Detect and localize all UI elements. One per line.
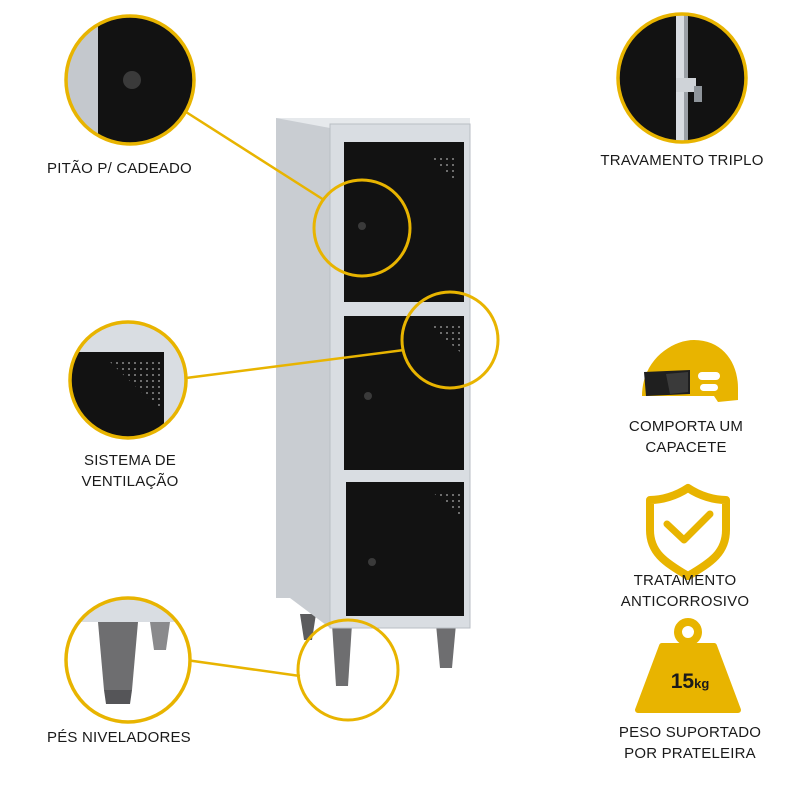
- vent-dots-bottom: [430, 490, 460, 516]
- callout-circle-padlock: [312, 178, 412, 278]
- label-padlock: PITÃO P/ CADEADO: [47, 158, 192, 179]
- label-weight: PESO SUPORTADO POR PRATELEIRA: [590, 722, 790, 764]
- label-weight-line1: PESO SUPORTADO: [618, 724, 762, 741]
- zoom-triple-lock: [616, 12, 748, 144]
- label-helmet: COMPORTA UM CAPACETE: [596, 416, 776, 458]
- label-ventilation-line2: VENTILAÇÃO: [81, 473, 179, 490]
- locker-foot-back-left: [300, 614, 316, 640]
- zoom-padlock: [64, 14, 196, 146]
- label-feet-text: PÉS NIVELADORES: [47, 729, 191, 746]
- label-treatment: TRATAMENTO ANTICORROSIVO: [590, 570, 780, 612]
- zoom-feet: [64, 596, 192, 724]
- callout-lines: [185, 110, 405, 678]
- weight-value: 15kg: [655, 670, 725, 694]
- door-knob-middle: [364, 392, 372, 400]
- zoom-ventilation: [68, 320, 188, 440]
- product-callout-circles: [296, 178, 500, 722]
- label-treatment-line2: ANTICORROSIVO: [620, 593, 750, 610]
- vent-dots-middle: [430, 326, 460, 352]
- weight-icon: [635, 618, 741, 713]
- label-helmet-line1: COMPORTA UM: [628, 418, 744, 435]
- label-helmet-line2: CAPACETE: [645, 439, 727, 456]
- label-triple-lock: TRAVAMENTO TRIPLO: [578, 150, 786, 171]
- locker-door-bottom: [346, 482, 464, 616]
- shield-check-icon: [646, 484, 730, 580]
- weight-number: 15: [670, 670, 695, 693]
- label-ventilation-line1: SISTEMA DE: [83, 452, 177, 469]
- label-padlock-text: PITÃO P/ CADEADO: [47, 160, 192, 177]
- helmet-icon: [642, 340, 738, 402]
- label-treatment-line1: TRATAMENTO: [633, 572, 737, 589]
- callout-circle-vent: [400, 290, 500, 390]
- weight-unit: kg: [694, 676, 710, 691]
- locker: [276, 118, 471, 686]
- callout-circle-feet: [296, 618, 400, 722]
- door-knob-bottom: [368, 558, 376, 566]
- label-ventilation: SISTEMA DE VENTILAÇÃO: [60, 450, 200, 492]
- door-knob-top: [358, 222, 366, 230]
- label-weight-line2: POR PRATELEIRA: [624, 745, 756, 762]
- locker-side-panel: [276, 118, 330, 628]
- label-feet: PÉS NIVELADORES: [47, 727, 191, 748]
- vent-dots-top: [426, 154, 458, 184]
- locker-foot-front-left: [332, 624, 352, 686]
- locker-door-middle: [344, 316, 464, 470]
- locker-foot-front-right: [436, 624, 456, 668]
- label-triple-lock-text: TRAVAMENTO TRIPLO: [600, 152, 764, 169]
